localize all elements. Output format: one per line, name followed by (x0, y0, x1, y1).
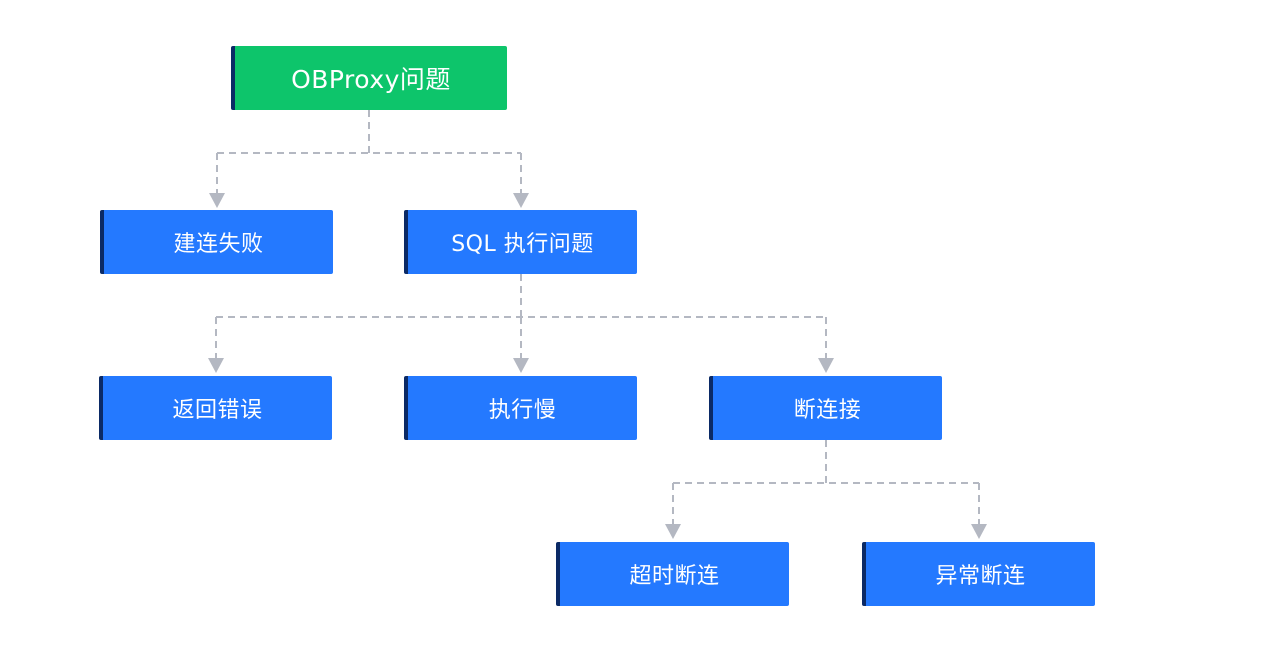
node-timeout-disconnect: 超时断连 (556, 542, 789, 606)
arrowhead-icon (513, 358, 529, 373)
node-connection-failure: 建连失败 (100, 210, 333, 274)
arrowhead-icon (818, 358, 834, 373)
arrowhead-icon (971, 524, 987, 539)
arrowhead-icon (208, 358, 224, 373)
arrowhead-icon (513, 193, 529, 208)
node-slow-execution: 执行慢 (404, 376, 637, 440)
node-abnormal-disconnect: 异常断连 (862, 542, 1095, 606)
arrowhead-icon (209, 193, 225, 208)
node-sql-execution-issue: SQL 执行问题 (404, 210, 637, 274)
node-obproxy-issue: OBProxy问题 (231, 46, 507, 110)
arrowhead-icon (665, 524, 681, 539)
node-return-error: 返回错误 (99, 376, 332, 440)
node-disconnect: 断连接 (709, 376, 942, 440)
